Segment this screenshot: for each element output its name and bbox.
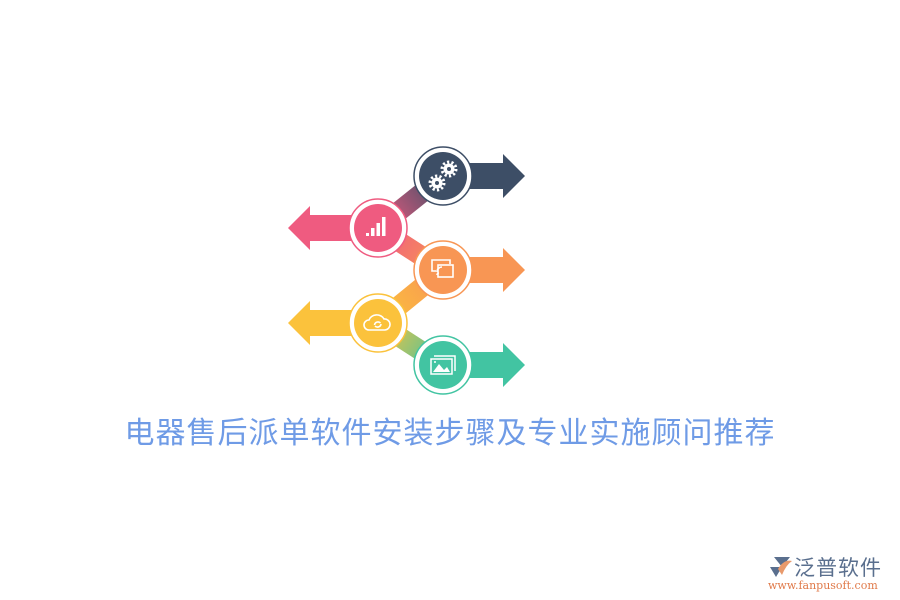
gears-icon [428, 160, 458, 192]
image-gallery-icon [430, 355, 456, 375]
brand-logo[interactable]: 泛普软件 www.fanpusoft.com [762, 552, 892, 592]
logo-url: www.fanpusoft.com [768, 579, 878, 592]
step-1-node [413, 146, 473, 206]
step-5-node [413, 335, 473, 395]
bar-chart-icon [366, 217, 386, 236]
cloud-sync-icon [363, 314, 391, 331]
step-2-node [348, 198, 408, 258]
step-4-node [348, 293, 408, 353]
logo-name: 泛普软件 [794, 556, 882, 580]
wireless-screen-icon [431, 259, 454, 278]
page-title: 电器售后派单软件安装步骤及专业实施顾问推荐 [124, 416, 776, 451]
step-3-node [413, 240, 473, 300]
logo-mark-icon [770, 557, 792, 577]
